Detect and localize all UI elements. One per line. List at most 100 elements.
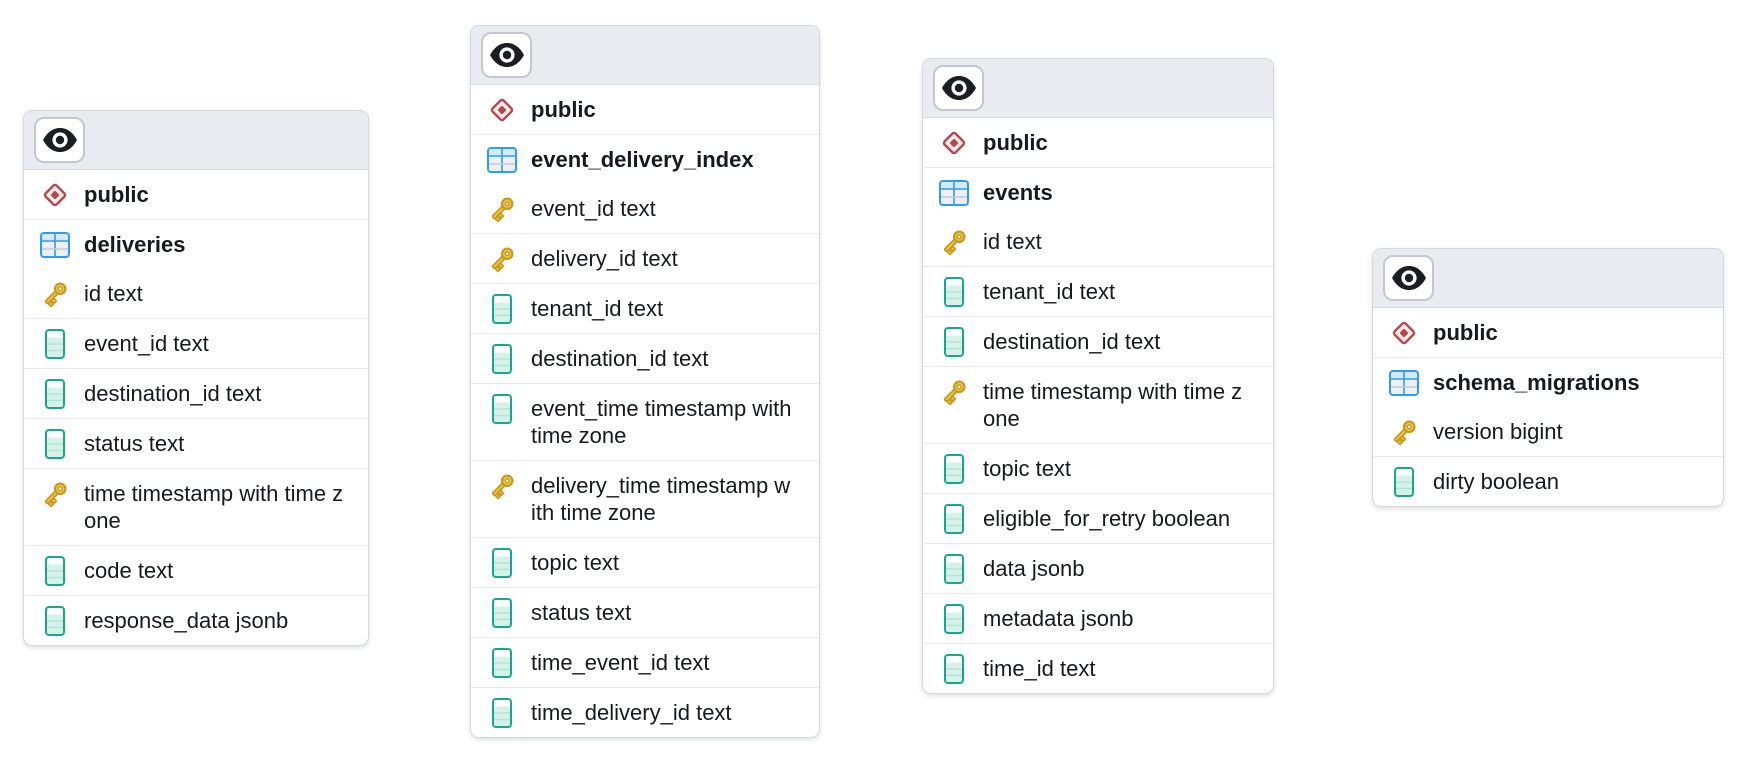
field-row[interactable]: data jsonb [923, 543, 1273, 593]
schema-row[interactable]: public [923, 118, 1273, 167]
field-label: time timestamp with time zone [84, 481, 344, 533]
table-icon [938, 179, 970, 206]
field-row[interactable]: topic text [471, 537, 819, 587]
column-icon [39, 605, 71, 636]
field-row[interactable]: destination_id text [471, 333, 819, 383]
column-icon [938, 603, 970, 634]
table-name-row[interactable]: events [923, 167, 1273, 217]
field-label: id text [983, 229, 1042, 254]
field-row[interactable]: tenant_id text [923, 266, 1273, 316]
field-row[interactable]: time timestamp with time zone [24, 468, 368, 545]
table-name-row[interactable]: schema_migrations [1373, 357, 1723, 407]
column-icon [486, 343, 518, 374]
schema-row[interactable]: public [24, 170, 368, 219]
field-label: response_data jsonb [84, 608, 289, 633]
column-icon [39, 428, 71, 459]
field-label: event_id text [531, 196, 656, 221]
column-icon [486, 293, 518, 324]
schema-name: public [531, 97, 596, 122]
field-row[interactable]: event_id text [24, 318, 368, 368]
field-row[interactable]: eligible_for_retry boolean [923, 493, 1273, 543]
primary-key-icon [486, 245, 518, 273]
column-icon [938, 276, 970, 307]
primary-key-icon [938, 378, 970, 406]
field-rows: version bigint dirty boolean [1373, 407, 1723, 506]
column-icon [39, 555, 71, 586]
schema-name: public [983, 130, 1048, 155]
field-rows: id text event_id text [24, 269, 368, 645]
field-row[interactable]: time_event_id text [471, 637, 819, 687]
field-row[interactable]: code text [24, 545, 368, 595]
field-label: data jsonb [983, 556, 1085, 581]
table-name: events [983, 180, 1053, 205]
column-icon [938, 553, 970, 584]
primary-key-icon [39, 480, 71, 508]
schema-row[interactable]: public [471, 85, 819, 134]
column-icon [486, 393, 518, 424]
table-name-row[interactable]: deliveries [24, 219, 368, 269]
field-row[interactable]: dirty boolean [1373, 456, 1723, 506]
field-label: id text [84, 281, 143, 306]
field-row[interactable]: destination_id text [24, 368, 368, 418]
field-label: dirty boolean [1433, 469, 1559, 494]
field-label: event_id text [84, 331, 209, 356]
table-card-events[interactable]: public events [922, 58, 1274, 694]
field-row[interactable]: event_time timestamp with time zone [471, 383, 819, 460]
primary-key-icon [938, 228, 970, 256]
schema-diamond-icon [938, 129, 970, 156]
field-label: destination_id text [84, 381, 262, 406]
field-row[interactable]: metadata jsonb [923, 593, 1273, 643]
table-name: event_delivery_index [531, 147, 754, 172]
field-row[interactable]: delivery_id text [471, 233, 819, 283]
field-row[interactable]: status text [24, 418, 368, 468]
schema-name: public [84, 182, 149, 207]
visibility-toggle-button[interactable] [933, 65, 984, 111]
column-icon [486, 647, 518, 678]
eye-icon [42, 128, 77, 152]
visibility-toggle-button[interactable] [481, 32, 532, 78]
field-rows: id text tenant_id text [923, 217, 1273, 693]
table-card-header [1373, 249, 1723, 308]
schema-diamond-icon [39, 181, 71, 208]
table-card-event_delivery_index[interactable]: public event_delivery_index [470, 25, 820, 738]
field-label: topic text [983, 456, 1072, 481]
table-card-header [923, 59, 1273, 118]
column-icon [938, 503, 970, 534]
field-row[interactable]: time timestamp with time zone [923, 366, 1273, 443]
field-row[interactable]: version bigint [1373, 407, 1723, 456]
column-icon [938, 453, 970, 484]
field-row[interactable]: tenant_id text [471, 283, 819, 333]
field-label: metadata jsonb [983, 606, 1134, 631]
column-icon [39, 378, 71, 409]
table-icon [39, 231, 71, 258]
primary-key-icon [1388, 418, 1420, 446]
field-row[interactable]: topic text [923, 443, 1273, 493]
table-card-deliveries[interactable]: public deliveries [23, 110, 369, 646]
visibility-toggle-button[interactable] [1383, 255, 1434, 301]
field-label: topic text [531, 550, 620, 575]
field-row[interactable]: event_id text [471, 184, 819, 233]
visibility-toggle-button[interactable] [34, 117, 85, 163]
table-name: deliveries [84, 232, 186, 257]
table-name: schema_migrations [1433, 370, 1640, 395]
field-row[interactable]: id text [923, 217, 1273, 266]
field-label: time timestamp with time zone [983, 379, 1243, 431]
schema-row[interactable]: public [1373, 308, 1723, 357]
field-row[interactable]: delivery_time timestamp with time zone [471, 460, 819, 537]
primary-key-icon [39, 280, 71, 308]
table-name-row[interactable]: event_delivery_index [471, 134, 819, 184]
table-card-header [471, 26, 819, 85]
field-row[interactable]: id text [24, 269, 368, 318]
field-row[interactable]: status text [471, 587, 819, 637]
field-row[interactable]: response_data jsonb [24, 595, 368, 645]
field-row[interactable]: time_id text [923, 643, 1273, 693]
field-label: destination_id text [983, 329, 1161, 354]
field-label: code text [84, 558, 174, 583]
field-row[interactable]: destination_id text [923, 316, 1273, 366]
table-icon [1388, 369, 1420, 396]
field-label: time_id text [983, 656, 1096, 681]
schema-diamond-icon [486, 96, 518, 123]
table-card-schema_migrations[interactable]: public schema_migrations [1372, 248, 1724, 507]
field-row[interactable]: time_delivery_id text [471, 687, 819, 737]
